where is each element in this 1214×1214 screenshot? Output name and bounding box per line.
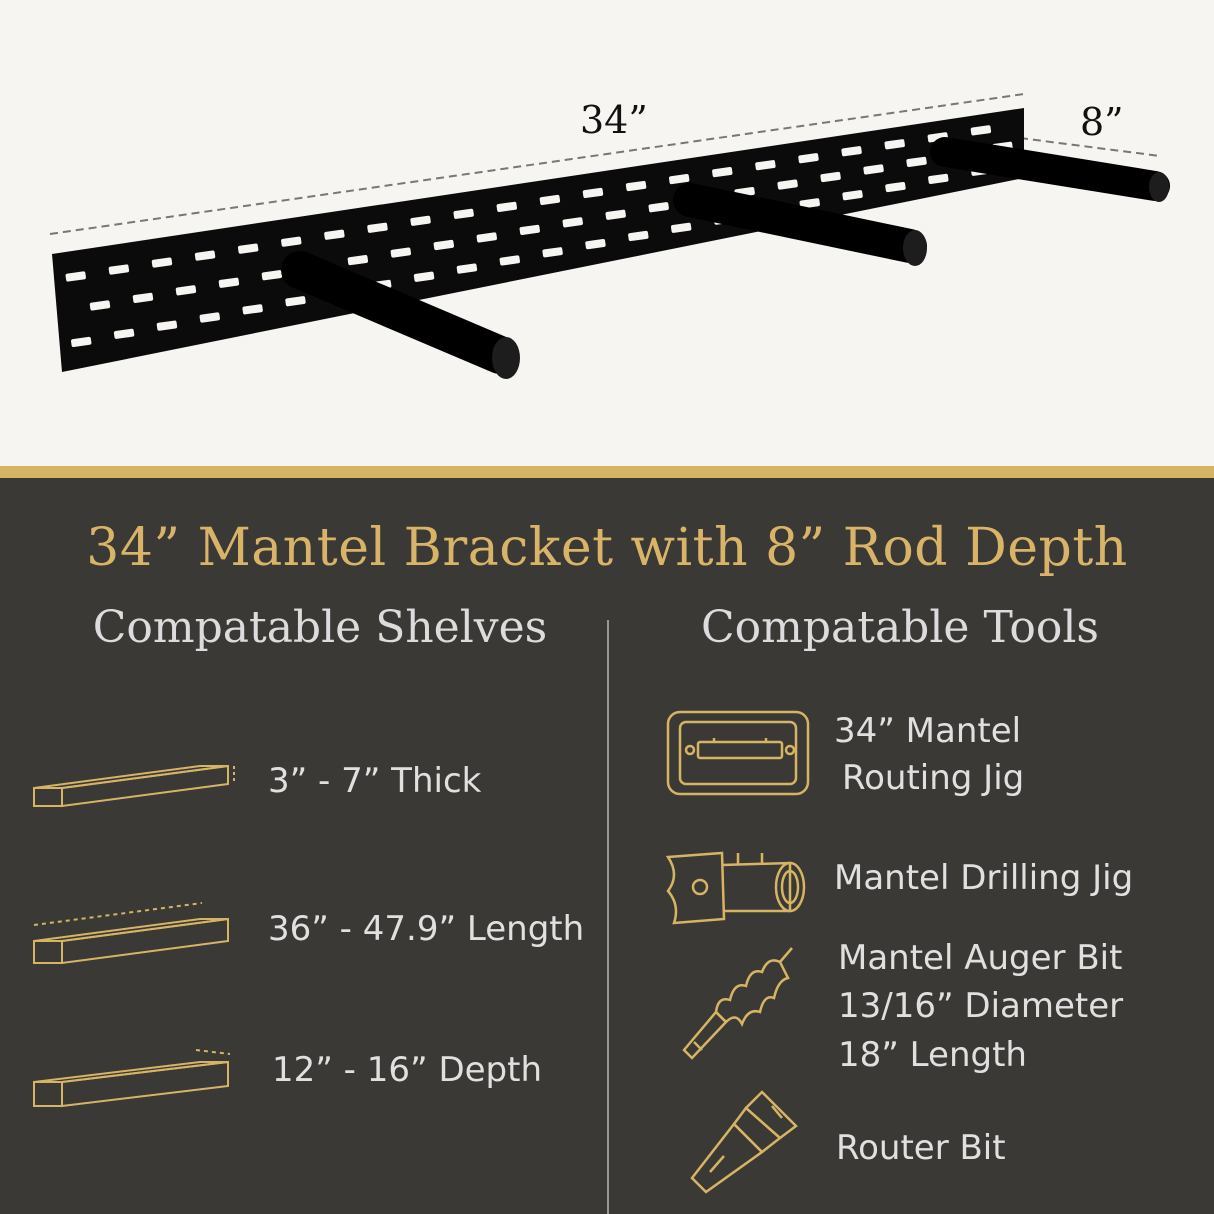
shelf-thickness-label: 3” - 7” Thick [268,761,482,801]
bracket-slot [712,167,733,178]
shelf-length-label: 36” - 47.9” Length [268,909,585,949]
column-divider [607,620,609,1214]
page-title: 34” Mantel Bracket with 8” Rod Depth [86,518,1128,578]
bracket-slot [906,156,927,167]
auger-bit-line-2: 13/16” Diameter [838,986,1124,1027]
bracket-slot [151,257,173,268]
width-dimension-label: 34” [580,98,648,142]
bracket-slot [89,300,111,311]
bracket-slot [562,217,583,228]
bracket-slot [324,229,345,240]
bracket-slot [285,296,306,307]
drilling-jig-label: Mantel Drilling Jig [834,858,1134,898]
bracket-slot [820,171,841,183]
gold-divider-band [0,466,1214,478]
shelves-heading: Compatable Shelves [92,602,548,653]
bracket-slot [433,239,455,251]
bracket-slot [413,271,435,282]
bracket-slot [347,255,369,266]
bracket-slot [841,146,862,157]
bracket-slot [367,222,388,233]
bracket-slot [970,125,992,136]
bracket-slot [113,328,135,339]
tools-heading: Compatable Tools [700,602,1100,653]
bracket-slot [453,208,474,219]
product-image-panel: 34” 8” [0,0,1214,468]
auger-bit-label: Mantel Auger Bit 13/16” Diameter 18” Len… [838,934,1123,1079]
routing-jig-line-2: Routing Jig [842,757,1025,798]
shelf-depth-label: 12” - 16” Depth [272,1050,543,1090]
bracket-slot [519,224,540,235]
bracket-slot [476,232,497,243]
bracket-slot [542,247,563,258]
bracket-slot [132,292,154,303]
bracket-slot [628,230,649,242]
bracket-slot [496,201,517,212]
routing-jig-label: 34” Mantel Routing Jig [834,708,1024,802]
bracket-slot [390,247,412,258]
mantel-bracket-illustration [49,93,1170,379]
bracket-slot [884,139,905,150]
bracket-slot [670,222,692,233]
depth-dimension-label: 8” [1080,100,1124,144]
bracket-slot [156,320,178,331]
bracket-slot [237,243,259,254]
shelf-depth-icon [30,1042,242,1112]
bracket-slot [65,271,86,282]
bracket-slot [777,179,798,190]
bracket-slot [281,236,302,247]
auger-bit-line-1: Mantel Auger Bit [838,938,1123,978]
bracket-slot [108,264,130,275]
bracket-slot [539,194,561,206]
shelf-thickness-icon [30,760,242,810]
bracket-slot [242,304,263,315]
drilling-jig-icon [662,845,812,927]
shelf-length-icon [30,895,242,967]
bracket-slot [668,173,690,185]
bracket-slot [885,181,906,193]
bracket-slot [755,160,776,171]
bracket-slot [582,187,604,199]
bracket-slot [648,202,669,213]
router-bit-icon [684,1086,804,1196]
bracket-slot [194,250,216,261]
bracket-slot [585,239,606,250]
bracket-slot [410,215,431,226]
bracket-slot [625,180,647,192]
routing-jig-icon [664,708,812,798]
bracket-slot [175,285,197,296]
bracket-slot [261,270,283,281]
router-bit-label: Router Bit [836,1128,1006,1168]
bracket-slot [799,198,820,209]
bracket-slot [218,277,240,288]
auger-bit-icon [680,942,800,1066]
bracket-slot [456,263,478,274]
bracket-slot [863,164,884,175]
auger-bit-line-3: 18” Length [838,1034,1027,1075]
bracket-slot [842,190,863,201]
routing-jig-line-1: 34” Mantel [834,711,1022,751]
bracket-slot [199,312,220,323]
bracket-slot [499,255,520,266]
bracket-slot [71,336,92,348]
bracket-slot [798,153,819,164]
bracket-slot [928,173,949,184]
bracket-slot [605,209,626,220]
